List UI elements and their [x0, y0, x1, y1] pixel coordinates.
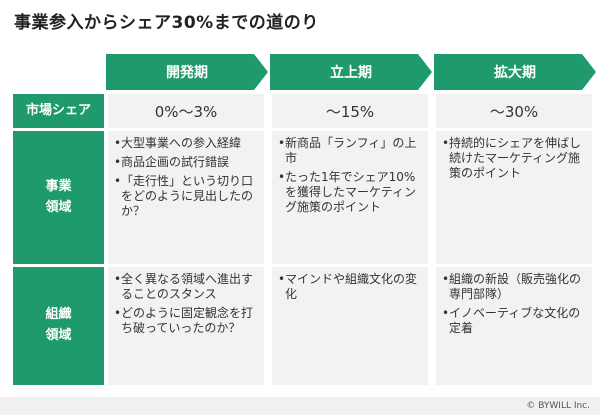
bullet-text: 大型事業への参入経緯 — [121, 136, 242, 150]
copyright-footer: © BYWILL Inc. — [0, 397, 600, 415]
bullet-dot-icon: • — [442, 272, 450, 286]
organization-cell-1: •全く異なる領域へ進出することのスタンス•どのように固定観念を打ち破っていったの… — [108, 267, 264, 385]
bullet-text: マインドや組織文化の変化 — [285, 272, 418, 301]
bullet-text: 全く異なる領域へ進出することのスタンス — [121, 272, 254, 301]
row-header-business: 事業 領域 — [13, 131, 104, 264]
bullet-dot-icon: • — [442, 136, 450, 150]
bullet-dot-icon: • — [114, 136, 122, 150]
bullet-dot-icon: • — [278, 170, 286, 184]
bullet-text: どのように固定観念を打ち破っていったのか？ — [121, 306, 254, 335]
business-cell-2: •新商品「ランフィ」の上市•たった1年でシェア10%を獲得したマーケティング施策… — [272, 131, 428, 264]
bullet-item: •全く異なる領域へ進出することのスタンス — [114, 272, 260, 302]
bullet-text: 商品企画の試行錯誤 — [121, 155, 230, 169]
bullet-item: •たった1年でシェア10%を獲得したマーケティング施策のポイント — [278, 170, 424, 215]
bullet-text: 組織の新設（販売強化の専門部隊） — [449, 272, 582, 301]
bullet-text: 持続的にシェアを伸ばし続けたマーケティング施策のポイント — [449, 136, 582, 180]
share-cell-2: ～15% — [272, 94, 428, 128]
bullet-item: •マインドや組織文化の変化 — [278, 272, 424, 302]
bullet-item: •「走行性」という切り口をどのように見出したのか？ — [114, 174, 260, 219]
share-cell-1: 0%～3% — [108, 94, 264, 128]
bullet-dot-icon: • — [114, 155, 122, 169]
bullet-item: •組織の新設（販売強化の専門部隊） — [442, 272, 588, 302]
bullet-dot-icon: • — [114, 306, 122, 320]
business-cell-3: •持続的にシェアを伸ばし続けたマーケティング施策のポイント — [436, 131, 592, 264]
bullet-text: 「走行性」という切り口をどのように見出したのか？ — [121, 174, 254, 218]
bullet-item: •どのように固定観念を打ち破っていったのか？ — [114, 306, 260, 336]
business-cell-1: •大型事業への参入経緯•商品企画の試行錯誤•「走行性」という切り口をどのように見… — [108, 131, 264, 264]
phase-header-3: 拡大期 — [434, 54, 596, 90]
bullet-item: •新商品「ランフィ」の上市 — [278, 136, 424, 166]
bullet-dot-icon: • — [114, 272, 122, 286]
bullet-item: •イノベーティブな文化の定着 — [442, 306, 588, 336]
bullet-text: 新商品「ランフィ」の上市 — [285, 136, 417, 165]
share-cell-3: ～30% — [436, 94, 592, 128]
bullet-dot-icon: • — [442, 306, 450, 320]
organization-cell-2: •マインドや組織文化の変化 — [272, 267, 428, 385]
bullet-item: •持続的にシェアを伸ばし続けたマーケティング施策のポイント — [442, 136, 588, 181]
phase-header-2: 立上期 — [270, 54, 432, 90]
organization-cell-3: •組織の新設（販売強化の専門部隊）•イノベーティブな文化の定着 — [436, 267, 592, 385]
bullet-item: •大型事業への参入経緯 — [114, 136, 260, 151]
bullet-dot-icon: • — [278, 272, 286, 286]
bullet-text: イノベーティブな文化の定着 — [449, 306, 581, 335]
bullet-dot-icon: • — [114, 174, 122, 188]
page-title: 事業参入からシェア30%までの道のり — [14, 13, 319, 33]
bullet-text: たった1年でシェア10%を獲得したマーケティング施策のポイント — [285, 170, 417, 214]
bullet-item: •商品企画の試行錯誤 — [114, 155, 260, 170]
phase-header-1: 開発期 — [106, 54, 268, 90]
bullet-dot-icon: • — [278, 136, 286, 150]
row-header-organization: 組織 領域 — [13, 267, 104, 385]
row-header-share: 市場シェア — [13, 94, 104, 128]
